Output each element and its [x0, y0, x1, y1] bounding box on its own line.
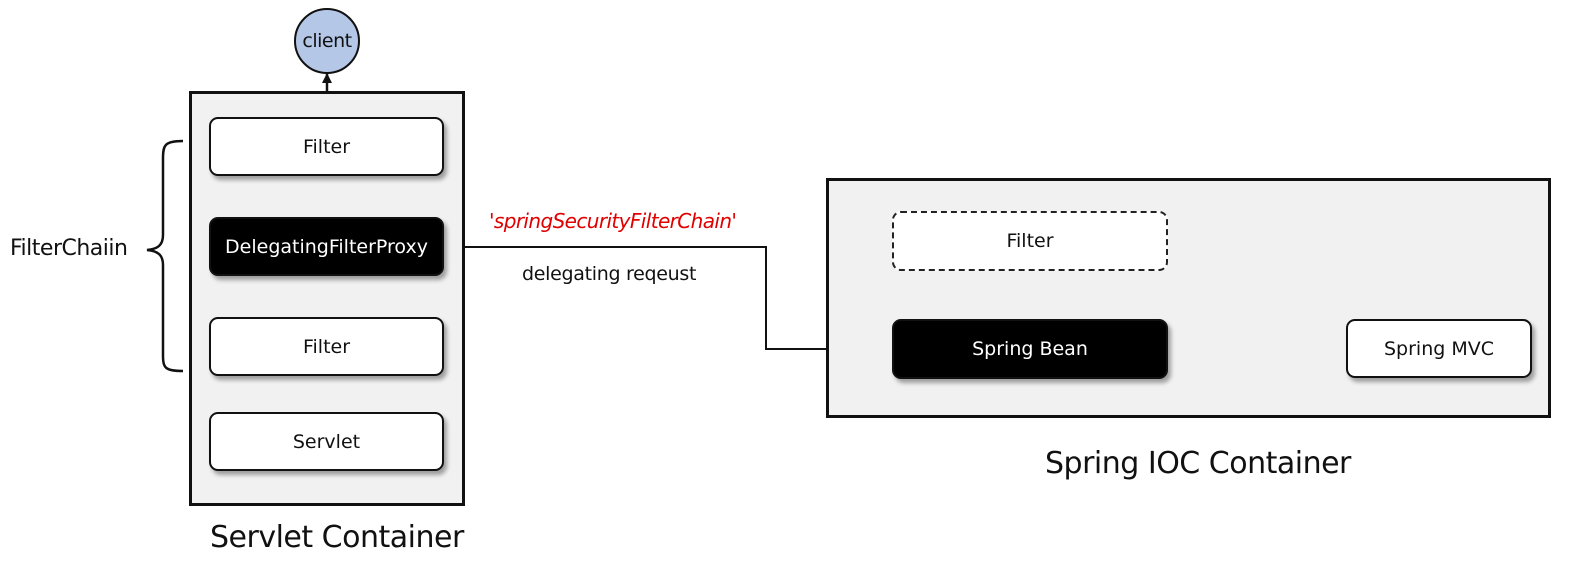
filter-node-1-label: Filter — [302, 135, 351, 158]
client-node[interactable]: client — [294, 8, 360, 74]
servlet-node-label: Servlet — [292, 430, 361, 453]
delegating-request-label: delegating reqeust — [522, 263, 697, 285]
spring-security-filter-chain-label: 'springSecurityFilterChain' — [489, 209, 737, 233]
delegating-filter-proxy-node[interactable]: DelegatingFilterProxy — [209, 217, 444, 276]
spring-mvc-label: Spring MVC — [1383, 337, 1494, 360]
spring-mvc-node[interactable]: Spring MVC — [1346, 319, 1532, 378]
client-label: client — [302, 30, 352, 52]
ioc-filter-label: Filter — [1006, 230, 1054, 252]
filterchain-label: FilterChaiin — [10, 236, 128, 261]
spring-ioc-container-title: Spring IOC Container — [1045, 446, 1351, 481]
delegating-filter-proxy-label: DelegatingFilterProxy — [225, 235, 428, 258]
filter-node-1[interactable]: Filter — [209, 117, 444, 176]
servlet-node[interactable]: Servlet — [209, 412, 444, 471]
filter-node-2[interactable]: Filter — [209, 317, 444, 376]
filter-node-2-label: Filter — [302, 335, 351, 358]
spring-bean-label: Spring Bean — [972, 338, 1088, 360]
filterchain-brace — [146, 139, 184, 373]
ioc-filter-node[interactable]: Filter — [892, 211, 1168, 271]
spring-bean-node[interactable]: Spring Bean — [892, 319, 1168, 379]
servlet-container-title: Servlet Container — [210, 520, 464, 555]
